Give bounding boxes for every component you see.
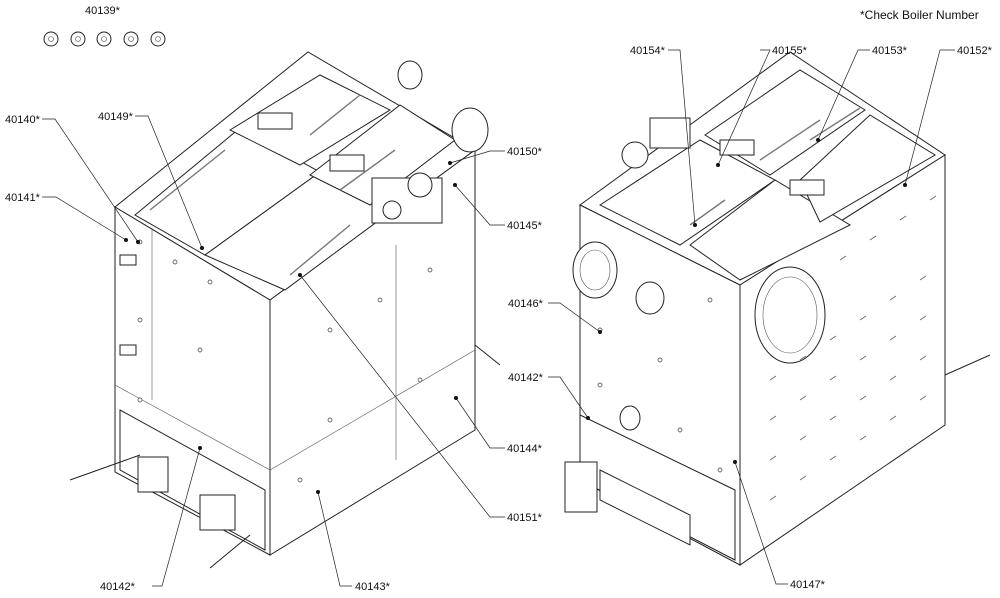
callout-40140: 40140*	[5, 114, 41, 126]
callout-40141: 40141*	[5, 192, 41, 204]
washer-row	[43, 31, 166, 47]
callout-40154: 40154*	[630, 45, 666, 57]
check-boiler-note: *Check Boiler Number	[860, 8, 979, 22]
callout-40143: 40143*	[355, 581, 391, 593]
callout-40142-right: 40142*	[508, 372, 544, 384]
callout-40155: 40155*	[772, 45, 808, 57]
washer-icon	[43, 31, 59, 47]
callout-40146: 40146*	[508, 298, 544, 310]
washer-icon	[150, 31, 166, 47]
callout-40150: 40150*	[507, 146, 543, 158]
callout-40149: 40149*	[98, 111, 134, 123]
callout-40152: 40152*	[957, 45, 993, 57]
left-boiler	[69, 51, 501, 569]
callout-40147: 40147*	[790, 579, 826, 591]
callout-40151: 40151*	[507, 512, 543, 524]
washer-icon	[123, 31, 139, 47]
right-boiler	[564, 51, 991, 566]
callout-40153: 40153*	[872, 45, 908, 57]
leader-lines	[42, 49, 955, 587]
washer-icon	[70, 31, 86, 47]
callout-40144: 40144*	[507, 443, 543, 455]
callout-40139: 40139*	[85, 5, 121, 17]
washer-icon	[96, 31, 112, 47]
right-boiler-right-face	[739, 154, 946, 566]
callout-40145: 40145*	[507, 220, 543, 232]
callout-40142-left: 40142*	[100, 581, 136, 593]
